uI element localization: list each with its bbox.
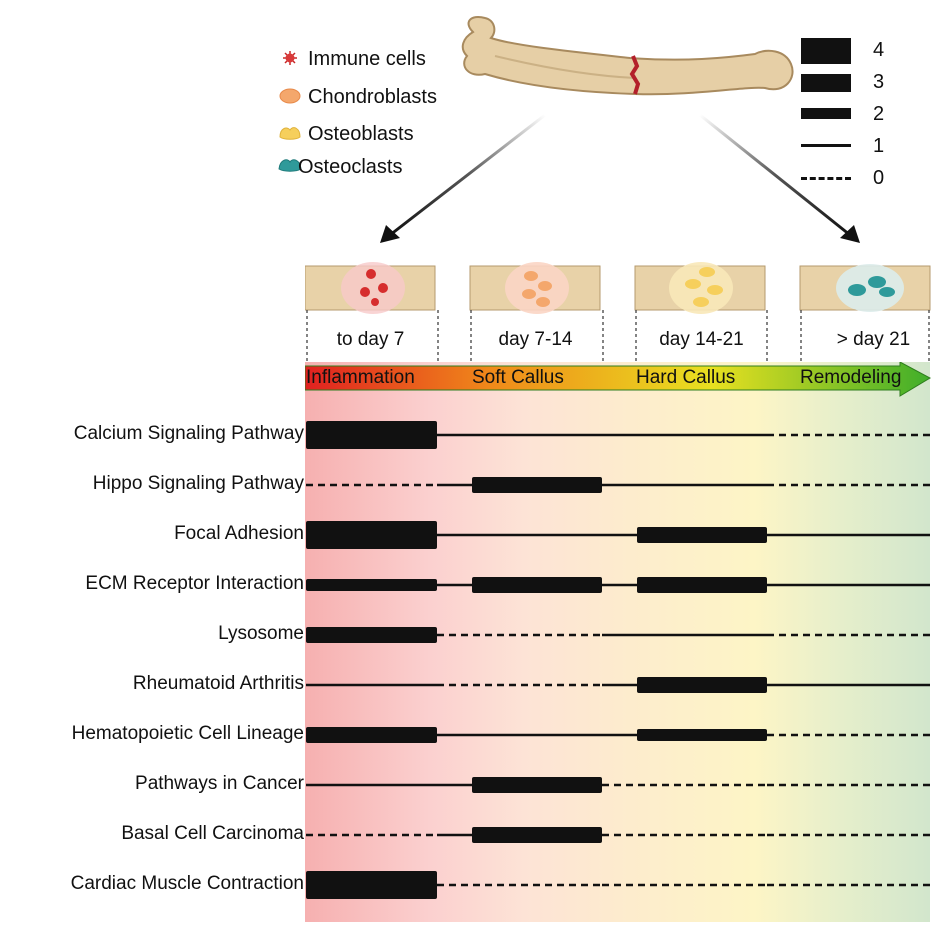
level-2-bar [306, 579, 437, 591]
soft-callus-bone-icon [469, 262, 601, 314]
hard-callus-bone-icon [634, 262, 766, 314]
level-2-swatch [801, 108, 851, 119]
pathway-label: Basal Cell Carcinoma [121, 823, 304, 844]
connector-arrows [380, 113, 860, 243]
level-3-bar [472, 477, 602, 493]
level-3-bar [472, 777, 602, 793]
pathway-label: Lysosome [218, 623, 304, 644]
level-4-bar [306, 521, 437, 549]
level-4-swatch [801, 38, 851, 64]
osteoblast-icon [279, 127, 301, 140]
level-3-swatch [801, 74, 851, 92]
phase-label-remodeling: Remodeling [800, 367, 902, 388]
remodeling-bone-icon [799, 264, 931, 312]
pathway-label: Calcium Signaling Pathway [73, 423, 304, 444]
left-arrow [389, 113, 546, 237]
level-3-bar [306, 727, 437, 743]
pathway-label: Cardiac Muscle Contraction [70, 873, 304, 894]
level-legend: 4 3 2 1 0 [798, 36, 908, 196]
pathway-label: Hematopoietic Cell Lineage [71, 723, 304, 744]
pathway-label: Pathways in Cancer [135, 773, 304, 794]
period-label-4: > day 21 [836, 329, 911, 350]
cell-legend-icons [278, 51, 302, 172]
level-3-label: 3 [873, 71, 885, 93]
osteoclast-icon [278, 159, 302, 172]
level-3-bar [306, 627, 437, 643]
inflammation-bone-icon [305, 262, 436, 314]
legend-label-osteoclasts: Osteoclasts [298, 156, 403, 178]
level-3-bar [637, 677, 767, 693]
level-0-label: 0 [873, 167, 885, 189]
level-4-label: 4 [873, 39, 885, 61]
level-3-bar [472, 577, 602, 593]
level-1-label: 1 [873, 135, 885, 157]
legend-label-immune: Immune cells [308, 48, 426, 70]
pathway-label: ECM Receptor Interaction [85, 573, 304, 594]
pathway-label: Focal Adhesion [174, 523, 304, 544]
level-0-swatch [801, 177, 851, 180]
level-2-bar [637, 729, 767, 741]
level-4-bar [306, 421, 437, 449]
pathway-label: Rheumatoid Arthritis [132, 673, 304, 694]
level-2-label: 2 [873, 103, 885, 125]
pathway-level-bars [306, 421, 930, 899]
level-1-swatch [801, 144, 851, 147]
phase-label-inflammation: Inflammation [306, 367, 415, 388]
phase-label-hard-callus: Hard Callus [636, 367, 736, 388]
period-separators [306, 310, 930, 364]
level-3-bar [637, 577, 767, 593]
level-3-bar [637, 527, 767, 543]
period-label-1: to day 7 [336, 329, 405, 350]
legend-label-osteoblasts: Osteoblasts [308, 123, 414, 145]
phase-label-soft-callus: Soft Callus [472, 367, 564, 388]
level-4-bar [306, 871, 437, 899]
chondroblast-icon [279, 88, 301, 104]
stage-illustrations [305, 262, 931, 314]
period-label-3: day 14-21 [659, 329, 744, 350]
legend-label-chondroblasts: Chondroblasts [308, 86, 437, 108]
fractured-bone-icon [461, 16, 794, 96]
phase-timeline-arrow [305, 362, 932, 397]
right-arrow [699, 113, 851, 237]
period-label-2: day 7-14 [498, 329, 573, 350]
immune-cell-icon [283, 51, 297, 65]
cell-legend: Immune cells Chondroblasts Osteoblasts O… [278, 46, 478, 186]
pathway-label: Hippo Signaling Pathway [92, 473, 304, 494]
level-3-bar [472, 827, 602, 843]
